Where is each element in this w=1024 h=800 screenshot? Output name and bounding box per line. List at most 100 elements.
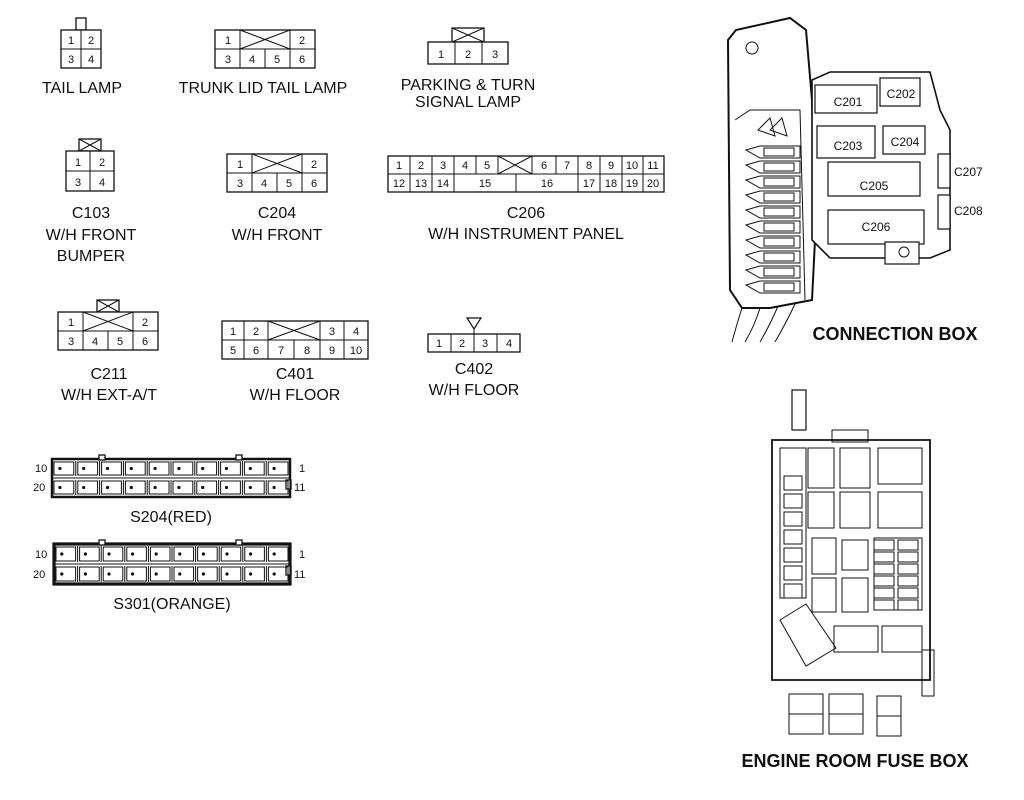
pin-label: 4 xyxy=(92,336,98,348)
pin-label: 2 xyxy=(459,338,465,350)
pin-dot xyxy=(249,552,253,556)
pin-dot xyxy=(178,572,182,576)
pin-label: 18 xyxy=(605,178,617,190)
pin-label: 9 xyxy=(329,345,335,357)
connector-caption: C206 xyxy=(507,205,545,222)
pin-dot xyxy=(129,466,133,471)
pin-label: 4 xyxy=(506,338,512,350)
parking-turn-signal-connector: 1 2 3 PARKING & TURN SIGNAL LAMP xyxy=(401,27,536,111)
fuse-slot xyxy=(897,563,919,575)
pin-label: 3 xyxy=(237,178,243,190)
pin-cell xyxy=(149,566,171,582)
fuse-slot xyxy=(744,160,801,174)
connector-caption: SIGNAL LAMP xyxy=(415,94,521,111)
pin-label: 9 xyxy=(608,160,614,172)
pin-label: 3 xyxy=(68,54,74,66)
end-label: 11 xyxy=(294,569,305,581)
fuse-slot xyxy=(744,220,801,234)
pin-cell xyxy=(220,480,241,495)
pin-label: 1 xyxy=(225,35,231,47)
connector-caption: TRUNK LID TAIL LAMP xyxy=(179,80,348,97)
connector-caption: C401 xyxy=(276,366,314,383)
pin-dot xyxy=(272,552,276,556)
fuse-slot xyxy=(783,529,803,545)
pin-label: 1 xyxy=(230,326,236,338)
pin-label: 6 xyxy=(299,54,305,66)
pin-label: 1 xyxy=(68,317,74,329)
fuse-blade xyxy=(763,237,795,247)
pin-cell xyxy=(102,566,124,582)
pin-label: 1 xyxy=(237,159,243,171)
connector-caption: W/H FRONT xyxy=(46,227,137,244)
fuse-blade xyxy=(763,177,795,187)
pin-cell xyxy=(220,546,242,562)
fuse-blade xyxy=(763,267,795,277)
pin-cell xyxy=(173,566,195,582)
pin-cell xyxy=(148,461,170,476)
fuse-blade xyxy=(763,252,795,262)
pin-label: 7 xyxy=(278,345,284,357)
pin-label: 3 xyxy=(75,177,81,189)
fuse-slot xyxy=(897,587,919,599)
fuse-blade xyxy=(763,192,795,202)
s204-connector: 10 1 20 11 S204(RED) xyxy=(33,454,305,526)
pin-dot xyxy=(60,572,64,576)
pin-dot xyxy=(177,466,181,471)
pin-cell xyxy=(148,480,170,495)
tail-lamp-connector: 1 2 3 4 TAIL LAMP xyxy=(42,17,122,97)
pin-label: 16 xyxy=(541,178,553,190)
pin-dot xyxy=(272,572,276,576)
pin-label: 6 xyxy=(541,160,547,172)
pin-cell xyxy=(149,546,171,562)
pin-dot xyxy=(58,485,62,490)
fuse-slot xyxy=(744,265,801,279)
fuse-slot xyxy=(744,280,801,294)
pin-cell xyxy=(53,480,75,495)
fuse-box-title: ENGINE ROOM FUSE BOX xyxy=(741,751,968,771)
pin-label: 2 xyxy=(418,160,424,172)
pin-label: 1 xyxy=(396,160,402,172)
fuse-slot xyxy=(897,551,919,563)
pin-dot xyxy=(60,552,64,556)
connector-caption: S301(ORANGE) xyxy=(113,596,230,613)
connector-caption: PARKING & TURN xyxy=(401,77,536,94)
pin-dot xyxy=(201,466,205,471)
end-label: 20 xyxy=(33,482,45,494)
connector-label: C205 xyxy=(860,179,889,193)
pin-dot xyxy=(201,552,205,556)
pin-cell xyxy=(126,566,147,582)
end-label: 11 xyxy=(294,482,305,494)
pin-cell xyxy=(173,546,195,562)
c211-connector: 1 2 3 4 5 6 C211 W/H EXT-A/T xyxy=(57,299,159,404)
connector-label: C202 xyxy=(887,87,916,101)
pin-cell xyxy=(79,546,100,562)
pin-dot xyxy=(82,485,86,490)
pin-label: 10 xyxy=(626,160,638,172)
pin-cell xyxy=(126,546,147,562)
connector-label: C201 xyxy=(834,95,863,109)
fuse-blade xyxy=(763,147,795,157)
clip xyxy=(769,117,788,137)
pin-label: 3 xyxy=(68,336,74,348)
engine-room-fuse-box: ENGINE ROOM FUSE BOX xyxy=(741,389,969,771)
pin-cell xyxy=(197,546,218,562)
connector-label: C208 xyxy=(954,204,983,218)
pin-label: 13 xyxy=(415,178,427,190)
pin-cell xyxy=(267,480,289,495)
pin-label: 2 xyxy=(311,159,317,171)
pin-cell xyxy=(244,546,265,562)
connector-caption: C211 xyxy=(90,366,127,383)
pin-label: 4 xyxy=(261,178,267,190)
fuse-slot xyxy=(744,250,801,264)
end-label: 20 xyxy=(33,569,45,581)
pin-label: 6 xyxy=(142,336,148,348)
end-label: 10 xyxy=(35,463,47,475)
fuse-slot xyxy=(783,565,803,581)
pin-dot xyxy=(272,466,276,471)
pin-cell xyxy=(102,546,124,562)
fuse-slot xyxy=(744,145,801,159)
pin-label: 2 xyxy=(142,317,148,329)
pin-dot xyxy=(249,572,253,576)
pin-cell xyxy=(101,461,122,476)
connector-caption: C103 xyxy=(72,205,110,222)
